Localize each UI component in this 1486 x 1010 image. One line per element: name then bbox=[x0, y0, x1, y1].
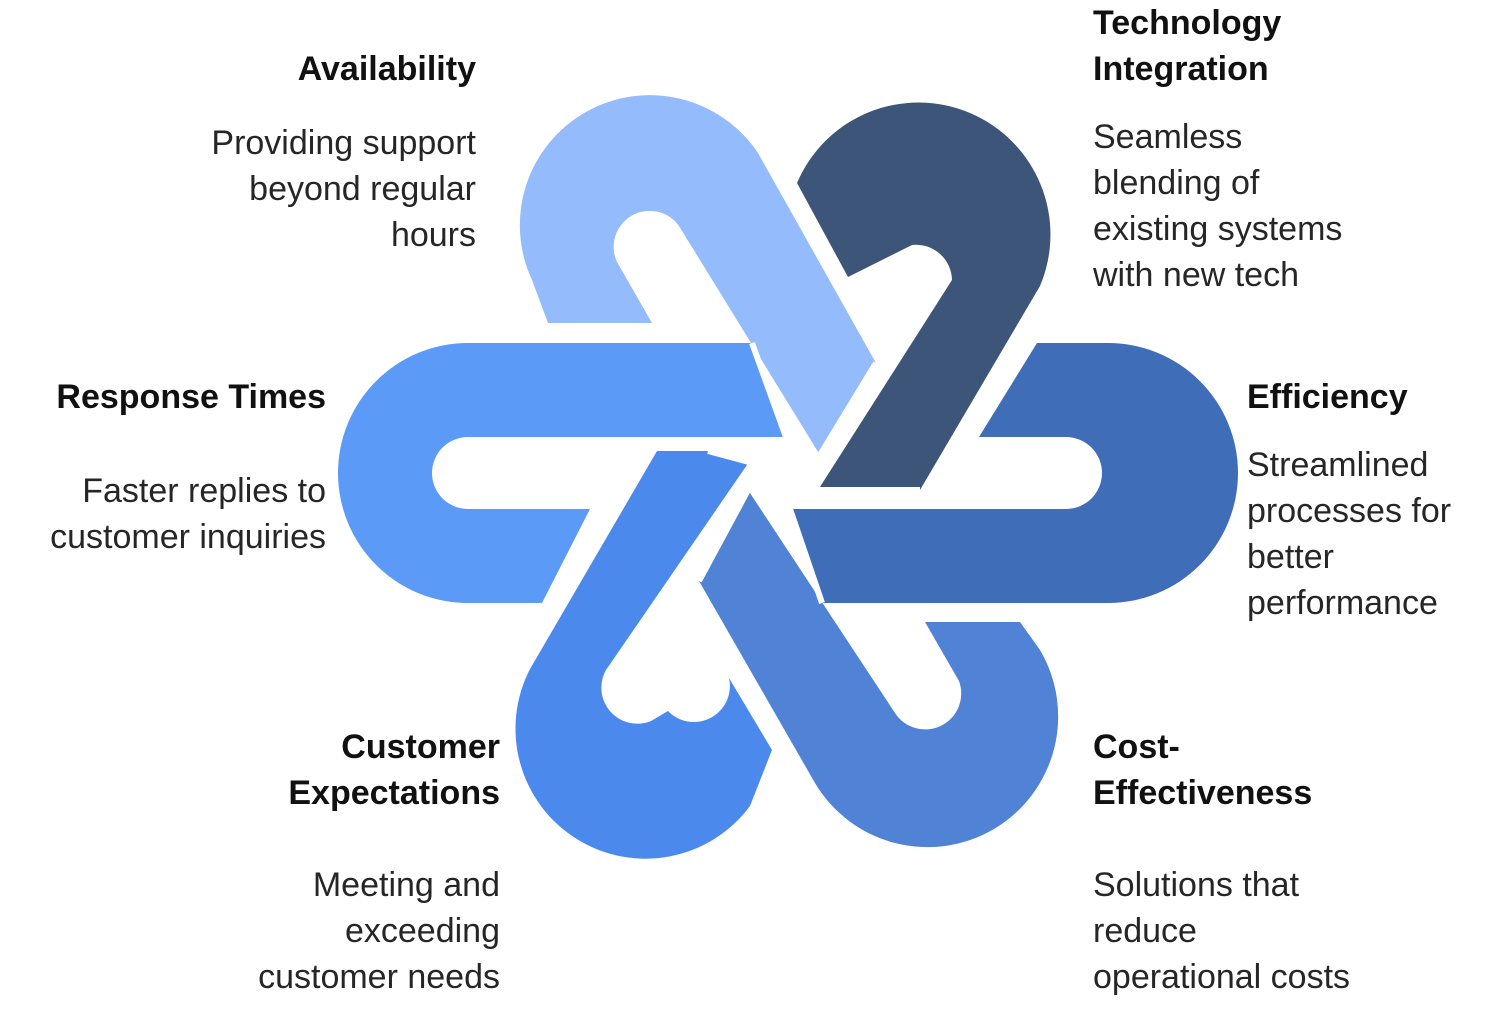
loop-cost-effectiveness bbox=[699, 490, 1059, 848]
segment-cost-effectiveness: Cost- Effectiveness Solutions that reduc… bbox=[1093, 724, 1473, 1000]
segment-description: Seamless blending of existing systems wi… bbox=[1093, 118, 1343, 294]
loop-customer-expectations bbox=[515, 451, 772, 859]
loop-response-times bbox=[338, 343, 786, 603]
segment-availability: Availability Providing support beyond re… bbox=[56, 46, 476, 258]
segment-title: Response Times bbox=[56, 378, 326, 416]
segment-title: Availability bbox=[297, 50, 476, 88]
segment-title: Customer Expectations bbox=[288, 728, 500, 812]
segment-description: Solutions that reduce operational costs bbox=[1093, 866, 1351, 996]
segment-description: Faster replies to customer inquiries bbox=[50, 472, 326, 556]
segment-description: Meeting and exceeding customer needs bbox=[258, 866, 500, 996]
segment-title: Efficiency bbox=[1247, 378, 1408, 416]
segment-description: Providing support beyond regular hours bbox=[211, 124, 476, 254]
loop-availability bbox=[519, 95, 876, 455]
segment-customer-expectations: Customer Expectations Meeting and exceed… bbox=[80, 724, 500, 1000]
segment-response-times: Response Times Faster replies to custome… bbox=[0, 374, 326, 560]
segment-efficiency: Efficiency Streamlined processes for bet… bbox=[1247, 374, 1482, 626]
loop-technology-integration bbox=[797, 102, 1051, 491]
segment-title: Cost- Effectiveness bbox=[1093, 728, 1313, 812]
segment-description: Streamlined processes for better perform… bbox=[1247, 446, 1452, 622]
segment-technology-integration: Technology Integration Seamless blending… bbox=[1093, 0, 1473, 298]
loop-efficiency bbox=[790, 343, 1238, 603]
segment-title: Technology Integration bbox=[1093, 4, 1282, 88]
